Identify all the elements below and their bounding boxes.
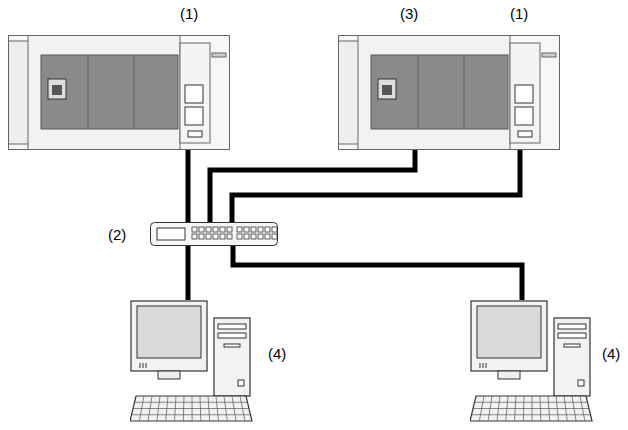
pc-unit: (4) xyxy=(130,300,255,425)
pc-illustration xyxy=(470,300,595,425)
ethernet-cable xyxy=(186,246,191,300)
pc-illustration xyxy=(130,300,255,425)
callout-number: (3) xyxy=(400,5,418,23)
pc-unit: (4) xyxy=(470,300,595,425)
callout-number: (4) xyxy=(268,345,286,363)
ethernet-cable xyxy=(232,150,520,222)
callout-number: (1) xyxy=(180,5,198,23)
callout-number: (4) xyxy=(602,345,620,363)
hub-unit: (2) xyxy=(150,222,278,246)
callout-number: (1) xyxy=(510,5,528,23)
ethernet-cable xyxy=(233,246,522,300)
ethernet-cable xyxy=(186,150,191,222)
plc-unit: (3)(1) xyxy=(338,35,560,150)
callout-number: (2) xyxy=(108,226,126,244)
plc-illustration xyxy=(8,35,230,150)
ethernet-cable xyxy=(210,150,415,222)
plc-illustration xyxy=(338,35,560,150)
plc-unit: (1) xyxy=(8,35,230,150)
hub-illustration xyxy=(150,222,278,246)
